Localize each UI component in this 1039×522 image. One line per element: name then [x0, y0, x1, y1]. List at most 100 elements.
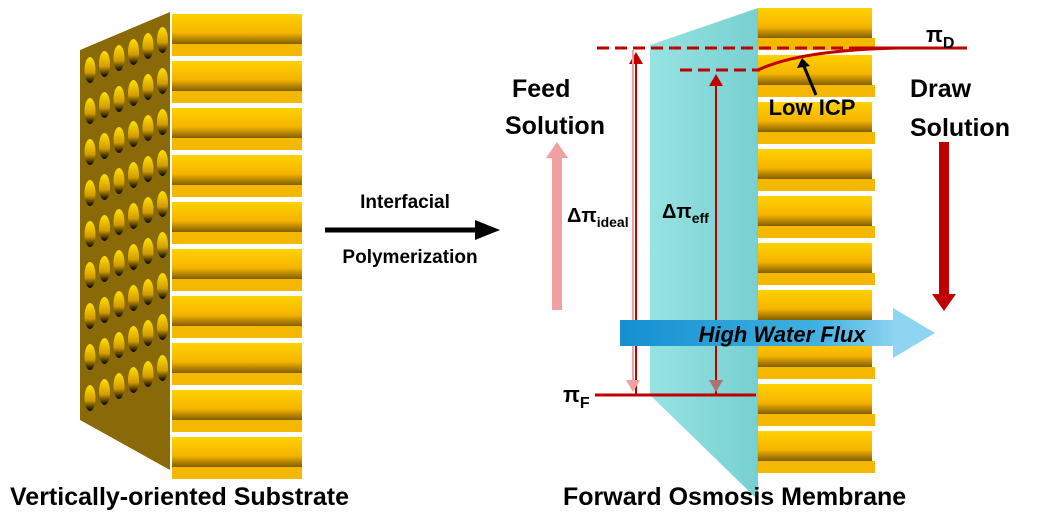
pore	[128, 203, 139, 229]
pore	[84, 139, 96, 165]
pore	[84, 57, 96, 83]
pore	[113, 291, 125, 317]
pore	[99, 297, 110, 323]
pore	[113, 45, 125, 71]
pore	[157, 314, 168, 340]
pore	[128, 326, 139, 352]
arrowhead-up-icon	[629, 52, 643, 64]
substrate-block	[80, 12, 302, 479]
feed-arrowhead-icon	[546, 142, 568, 158]
pore	[142, 279, 154, 305]
pore	[113, 373, 125, 399]
pore	[99, 338, 110, 364]
pore	[113, 168, 125, 194]
pi-f-label: πF	[563, 382, 590, 412]
channel-ledge	[172, 44, 302, 56]
draw-label-2: Solution	[910, 114, 1010, 142]
pore	[157, 232, 168, 258]
substrate-caption: Vertically-oriented Substrate	[10, 483, 349, 511]
flux-label: High Water Flux	[698, 322, 866, 347]
channel-ledge	[172, 326, 302, 338]
membrane-substrate	[757, 8, 875, 473]
pore	[142, 74, 154, 100]
channel-ledge	[757, 414, 875, 426]
pore	[99, 379, 110, 405]
pore	[142, 238, 154, 264]
pore	[142, 156, 154, 182]
channel-ledge	[172, 91, 302, 103]
pore	[99, 133, 110, 159]
pore	[99, 174, 110, 200]
pore	[128, 121, 139, 147]
pore	[157, 191, 168, 217]
channel-ledge	[172, 232, 302, 244]
pore	[84, 221, 96, 247]
channel-ledge	[172, 373, 302, 385]
pore	[128, 285, 139, 311]
channel-ledge	[757, 367, 875, 379]
pore	[84, 98, 96, 124]
channel-ledge	[172, 138, 302, 150]
pore	[128, 162, 139, 188]
draw-arrowhead-icon	[932, 294, 956, 311]
pore	[157, 273, 168, 299]
arrowhead-up-icon	[709, 74, 723, 86]
pore	[157, 68, 168, 94]
pore	[99, 215, 110, 241]
polyamide-layer	[650, 8, 758, 500]
pore	[99, 256, 110, 282]
channel-ledge	[757, 132, 875, 144]
channel-ledge	[172, 279, 302, 291]
icp-arrowhead-icon	[797, 58, 810, 68]
channel-ledge	[172, 467, 302, 479]
pore	[128, 244, 139, 270]
membrane-caption: Forward Osmosis Membrane	[563, 483, 906, 511]
channel-ledge	[757, 85, 875, 97]
channel-ledge	[757, 179, 875, 191]
pore	[142, 33, 154, 59]
channel-ledge	[757, 273, 875, 285]
pore	[84, 385, 96, 411]
pore	[157, 109, 168, 135]
pore	[157, 355, 168, 381]
pore	[113, 86, 125, 112]
channel-ledge	[757, 226, 875, 238]
icp-pointer	[801, 63, 818, 96]
pore	[84, 262, 96, 288]
pore	[142, 115, 154, 141]
delta-eff-label: Δπeff	[662, 201, 709, 226]
pore	[157, 27, 168, 53]
process-label-top: Interfacial	[360, 192, 450, 213]
draw-arrow	[939, 142, 949, 297]
pore	[128, 39, 139, 65]
pore	[142, 361, 154, 387]
water-flux-arrow	[620, 308, 935, 358]
feed-arrow	[552, 155, 562, 310]
arrowhead-down-icon	[626, 380, 640, 392]
pore	[142, 197, 154, 223]
pore	[113, 250, 125, 276]
pi-d-label: πD	[926, 22, 954, 52]
pore	[99, 51, 110, 77]
pore	[113, 127, 125, 153]
pore	[84, 344, 96, 370]
icp-profile-curve	[757, 46, 901, 72]
channel-ledge	[757, 461, 875, 473]
delta-ideal-label: Δπideal	[567, 205, 629, 230]
feed-label-2: Solution	[505, 112, 605, 140]
channel-ledge	[172, 420, 302, 432]
pore	[157, 150, 168, 176]
process-arrow	[325, 220, 500, 240]
draw-label-1: Draw	[910, 75, 972, 103]
pore	[99, 92, 110, 118]
feed-label-1: Feed	[512, 75, 570, 103]
pore	[128, 80, 139, 106]
process-label-bottom: Polymerization	[342, 247, 477, 268]
pore	[128, 367, 139, 393]
arrowhead-down-icon	[709, 380, 723, 392]
pore	[113, 209, 125, 235]
pore	[84, 180, 96, 206]
pore	[113, 332, 125, 358]
pore	[84, 303, 96, 329]
